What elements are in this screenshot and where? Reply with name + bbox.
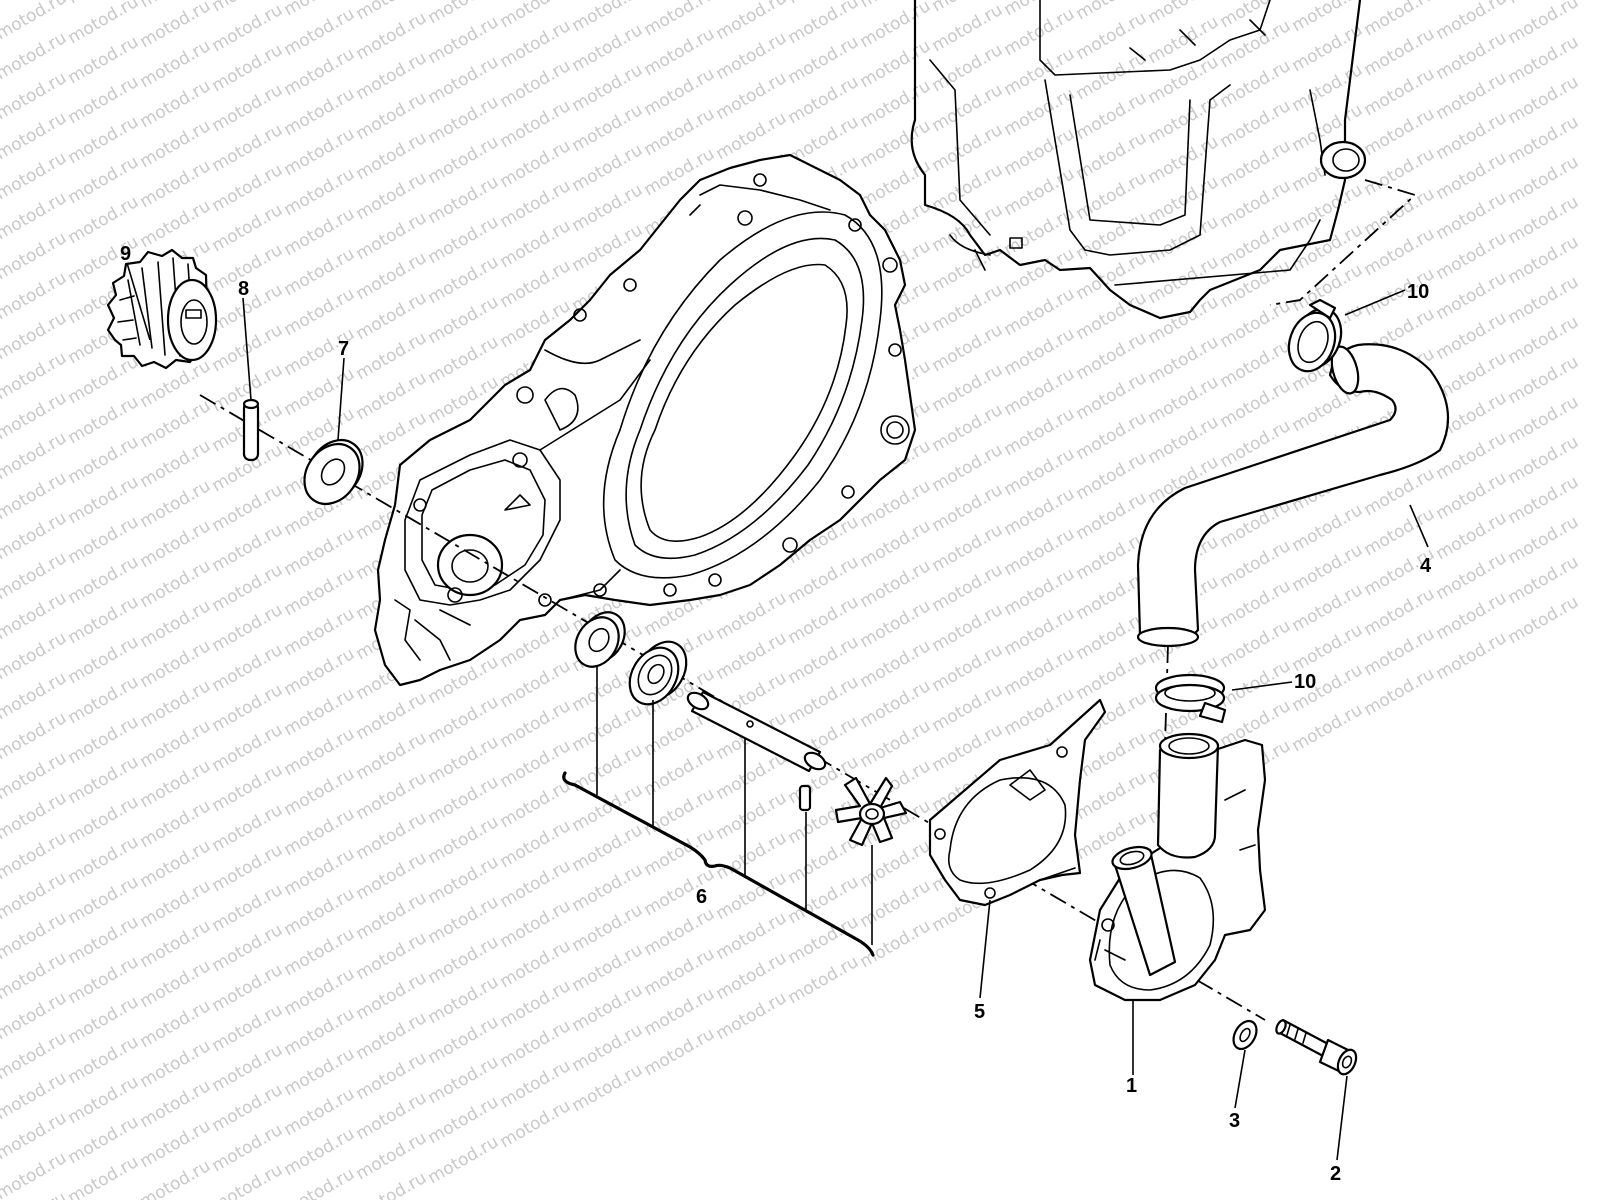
oil-seal (574, 611, 626, 668)
gasket (928, 698, 1107, 907)
callout-2: 2 (1330, 1163, 1341, 1185)
callout-4: 4 (1420, 555, 1432, 577)
assembly-6-bracket (562, 665, 875, 957)
callout-9: 9 (120, 243, 131, 265)
bearing (628, 640, 688, 706)
engine-block (910, 0, 1417, 320)
callout-3: 3 (1229, 1110, 1240, 1132)
callout-1: 1 (1126, 1075, 1137, 1097)
pump-cover (1088, 732, 1267, 1002)
callout-6: 6 (696, 886, 707, 908)
pump-shaft (686, 690, 827, 773)
thrust-washer (303, 439, 364, 505)
callout-8: 8 (238, 278, 249, 300)
callout-labels: 9 8 7 10 4 10 6 5 1 3 2 (120, 243, 1432, 1185)
pin (242, 398, 260, 462)
callout-5: 5 (974, 1001, 985, 1023)
washer (1232, 1019, 1258, 1051)
crankcase-cover (373, 153, 917, 687)
shaft-pin (798, 784, 812, 812)
bolt (1275, 1018, 1358, 1076)
impeller (834, 776, 908, 847)
leader-lines (126, 262, 1429, 1161)
hose-clamp-lower (1154, 673, 1227, 724)
callout-7: 7 (338, 338, 349, 360)
drive-gear (106, 248, 218, 370)
callout-10-lower: 10 (1294, 671, 1316, 693)
hose-clamp-upper (1287, 298, 1343, 373)
callout-10-upper: 10 (1407, 281, 1429, 303)
